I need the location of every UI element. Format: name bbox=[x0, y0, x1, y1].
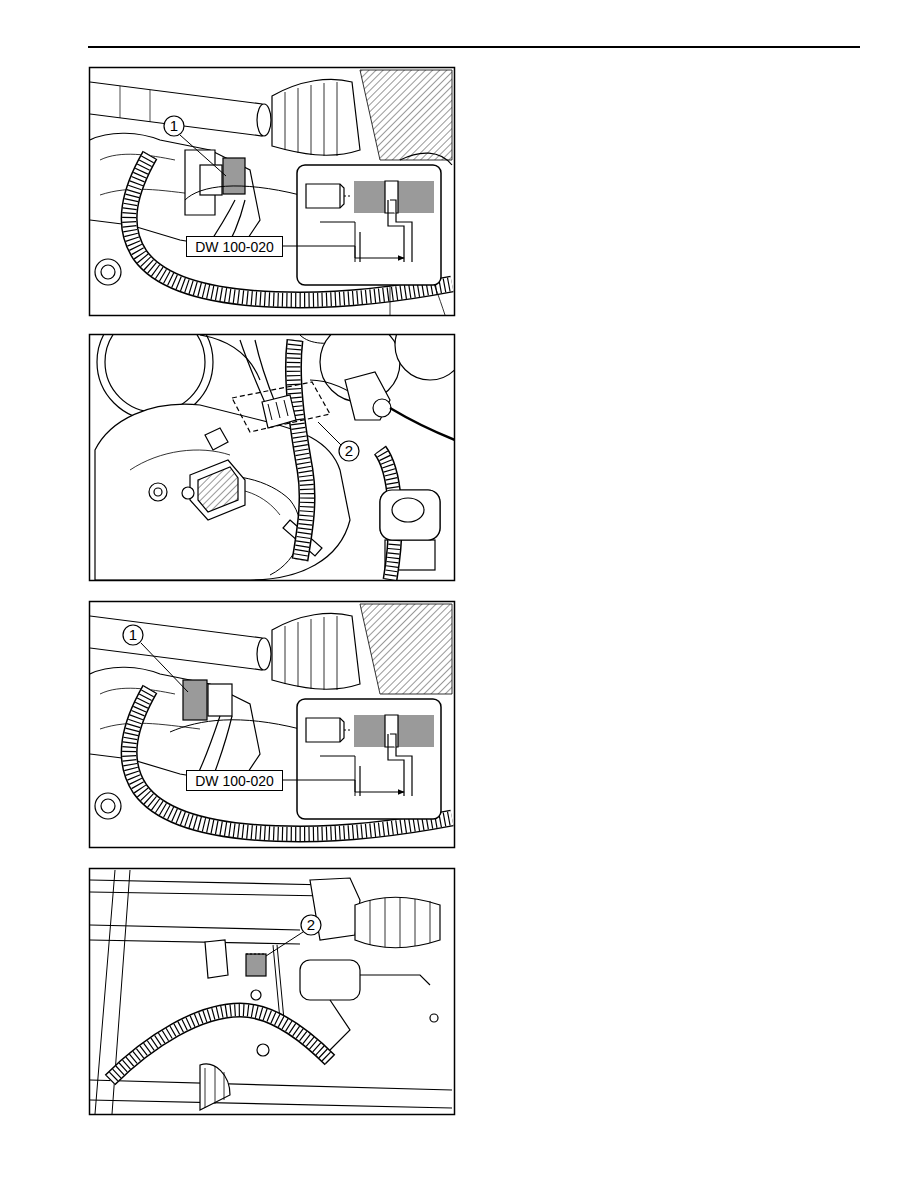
leader-line bbox=[141, 643, 188, 692]
detail-inset bbox=[297, 699, 441, 819]
tool-number: DW 100-020 bbox=[186, 770, 283, 791]
callout-number: 2 bbox=[339, 441, 359, 461]
leader-line bbox=[266, 932, 303, 956]
leader-line bbox=[318, 422, 341, 445]
illustration-panel bbox=[90, 602, 455, 848]
leader-arrow bbox=[283, 246, 404, 258]
callout-number: 1 bbox=[164, 116, 184, 136]
callout-circle bbox=[123, 625, 143, 645]
dashed-outline bbox=[232, 382, 330, 432]
illustration-panel bbox=[90, 869, 455, 1115]
tool-number: DW 100-020 bbox=[186, 236, 283, 257]
callout-circle bbox=[339, 441, 359, 461]
illustration-panel bbox=[90, 304, 466, 581]
detail-inset bbox=[297, 165, 441, 285]
callout-number: 1 bbox=[123, 625, 143, 645]
callout-circle bbox=[301, 915, 321, 935]
callout-number: 2 bbox=[301, 915, 321, 935]
illustration-panel bbox=[90, 68, 455, 316]
leader-line bbox=[180, 135, 226, 176]
leader-arrow bbox=[283, 780, 404, 792]
callout-circle bbox=[164, 116, 184, 136]
header-rule bbox=[88, 46, 860, 48]
